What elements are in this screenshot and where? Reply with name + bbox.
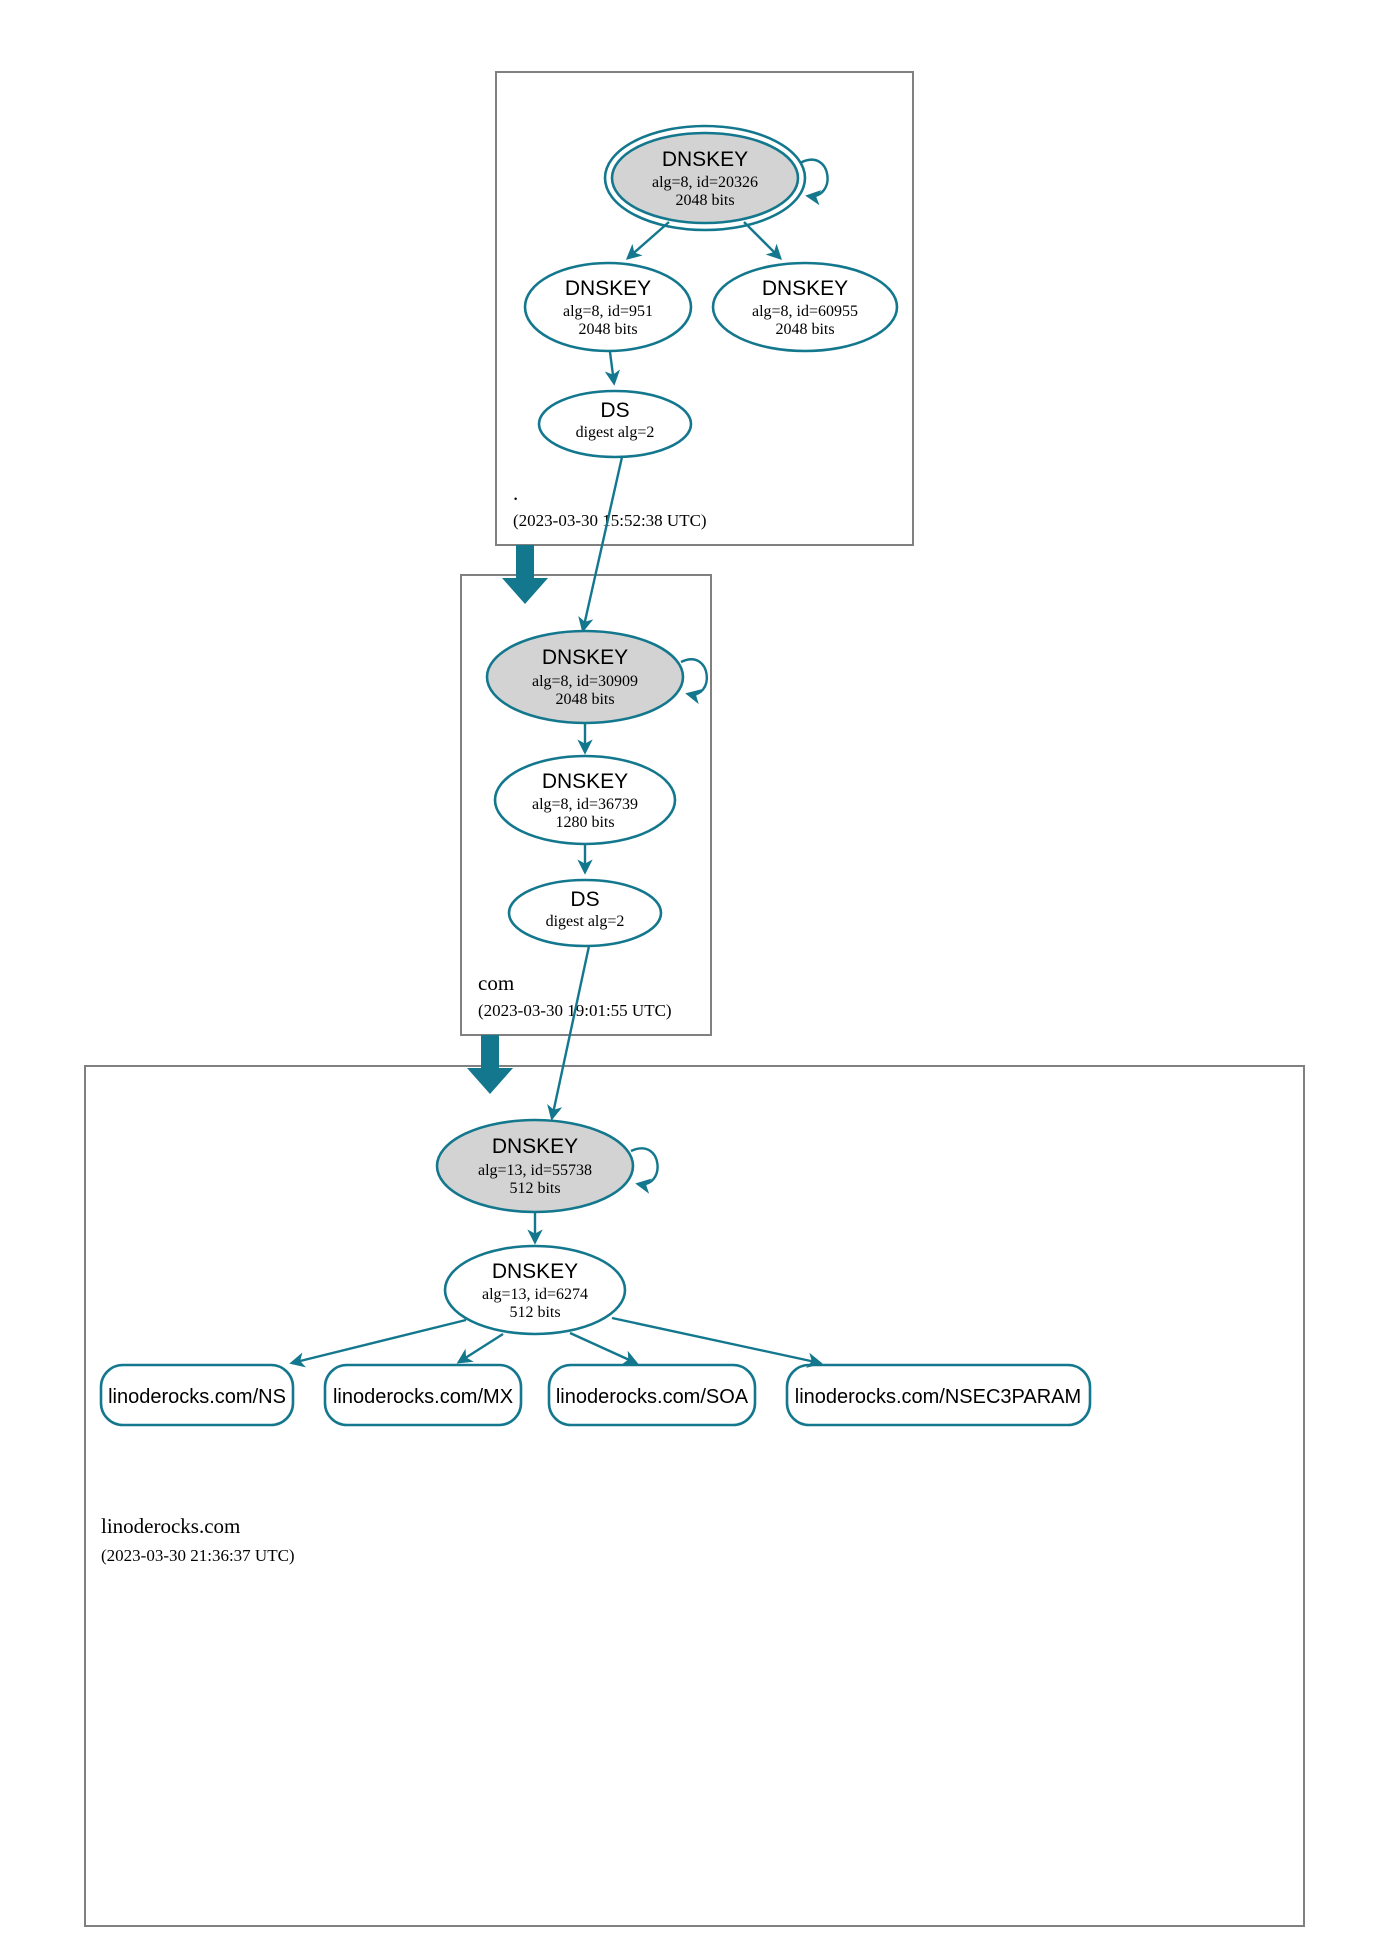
node-title-lr-ksk: DNSKEY <box>492 1135 578 1158</box>
node-title-root-zsk-951: DNSKEY <box>565 277 651 300</box>
zone-timestamp-linoderocks: (2023-03-30 21:36:37 UTC) <box>101 1546 295 1565</box>
edge-lr-zsk-to-nsec3param <box>611 1316 823 1368</box>
edge-com-ds-to-lr-ksk <box>547 945 591 1121</box>
node-line3-com-ksk: 2048 bits <box>555 691 614 708</box>
node-line2-root-zsk-951: alg=8, id=951 <box>563 303 653 320</box>
node-title-root-ksk: DNSKEY <box>662 148 748 171</box>
edge-root-zsk951-to-ds <box>604 351 621 386</box>
node-root-ds-com[interactable] <box>537 389 693 459</box>
zone-box-root <box>495 71 914 546</box>
node-root-zsk-60955[interactable] <box>711 261 899 353</box>
self-sign-loop-root-ksk <box>799 158 829 206</box>
edge-lr-zsk-to-mx <box>456 1332 504 1364</box>
delegation-arrow-root-to-com <box>502 545 548 604</box>
edge-lr-zsk-to-ns <box>289 1318 467 1368</box>
node-line2-com-ksk: alg=8, id=30909 <box>532 673 638 690</box>
edge-root-ds-to-com-ksk <box>578 456 624 633</box>
zone-label-root: . <box>513 481 518 505</box>
rrset-label-ns: linoderocks.com/NS <box>108 1386 286 1408</box>
node-line3-root-zsk-60955: 2048 bits <box>775 321 834 338</box>
zone-timestamp-root: (2023-03-30 15:52:38 UTC) <box>513 511 707 530</box>
node-line2-lr-zsk: alg=13, id=6274 <box>482 1286 588 1303</box>
node-line2-root-ksk: alg=8, id=20326 <box>652 174 758 191</box>
node-line2-com-zsk: alg=8, id=36739 <box>532 796 638 813</box>
node-line3-root-ksk: 2048 bits <box>675 192 734 209</box>
rrset-box-ns[interactable] <box>99 1363 295 1427</box>
self-sign-loop-lr-ksk <box>630 1147 659 1194</box>
node-title-com-zsk: DNSKEY <box>542 770 628 793</box>
node-com-ksk-30909[interactable] <box>485 629 685 725</box>
node-root-ksk-20326[interactable] <box>610 131 800 225</box>
node-title-lr-zsk: DNSKEY <box>492 1260 578 1283</box>
zone-label-com: com <box>478 971 514 995</box>
rrset-box-nsec3param[interactable] <box>785 1363 1092 1427</box>
zone-box-linoderocks <box>84 1065 1305 1927</box>
node-line2-root-zsk-60955: alg=8, id=60955 <box>752 303 858 320</box>
zone-label-linoderocks: linoderocks.com <box>101 1514 240 1538</box>
node-line2-root-ds: digest alg=2 <box>576 424 655 441</box>
node-title-com-ds: DS <box>570 888 599 911</box>
node-lr-zsk-6274[interactable] <box>443 1244 627 1336</box>
node-title-root-ds: DS <box>600 399 629 422</box>
rrset-label-nsec3param: linoderocks.com/NSEC3PARAM <box>795 1386 1081 1408</box>
self-sign-loop-com-ksk <box>680 658 709 705</box>
delegation-arrow-com-to-linoderocks <box>467 1035 513 1094</box>
rrset-box-mx[interactable] <box>323 1363 523 1427</box>
rrset-label-mx: linoderocks.com/MX <box>333 1386 513 1408</box>
edge-lr-zsk-to-soa <box>569 1331 639 1365</box>
zone-box-com <box>460 574 712 1036</box>
node-lr-ksk-55738[interactable] <box>435 1118 635 1214</box>
node-title-com-ksk: DNSKEY <box>542 646 628 669</box>
edge-root-ksk-to-zsk60955 <box>743 221 782 260</box>
node-title-root-zsk-60955: DNSKEY <box>762 277 848 300</box>
node-com-zsk-36739[interactable] <box>493 754 677 846</box>
node-com-ds-linoderocks[interactable] <box>507 878 663 948</box>
node-line3-lr-ksk: 512 bits <box>509 1180 560 1197</box>
node-line2-com-ds: digest alg=2 <box>546 913 625 930</box>
node-line3-root-zsk-951: 2048 bits <box>578 321 637 338</box>
edge-root-ksk-to-zsk951 <box>625 221 670 260</box>
node-root-zsk-951[interactable] <box>523 261 693 353</box>
trust-anchor-outline <box>603 124 807 232</box>
node-line2-lr-ksk: alg=13, id=55738 <box>478 1162 592 1179</box>
node-line3-com-zsk: 1280 bits <box>555 814 614 831</box>
node-line3-lr-zsk: 512 bits <box>509 1304 560 1321</box>
rrset-box-soa[interactable] <box>547 1363 757 1427</box>
rrset-label-soa: linoderocks.com/SOA <box>556 1386 749 1408</box>
